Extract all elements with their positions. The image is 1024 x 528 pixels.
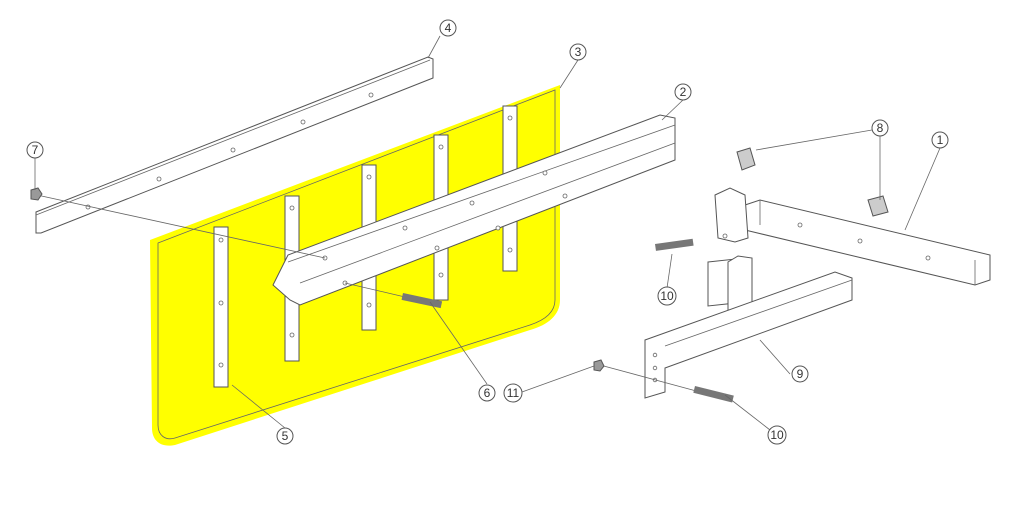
svg-text:7: 7 bbox=[32, 143, 39, 157]
svg-text:2: 2 bbox=[680, 85, 687, 99]
callout-7: 7 bbox=[26, 141, 44, 159]
callout-10b: 10 bbox=[767, 425, 787, 445]
callout-4: 4 bbox=[439, 19, 457, 37]
svg-text:1: 1 bbox=[937, 133, 944, 147]
callout-11: 11 bbox=[503, 383, 523, 403]
svg-text:10: 10 bbox=[770, 428, 784, 442]
leader-lines bbox=[34, 35, 941, 431]
svg-text:4: 4 bbox=[445, 21, 452, 35]
svg-text:9: 9 bbox=[797, 367, 804, 381]
part-10-bolt-lower bbox=[599, 364, 734, 403]
part-10-bolt-upper bbox=[655, 238, 694, 251]
svg-text:11: 11 bbox=[507, 386, 520, 400]
callout-1: 1 bbox=[931, 131, 949, 149]
part-8-clips bbox=[736, 147, 889, 217]
callout-10a: 10 bbox=[657, 286, 677, 306]
svg-text:5: 5 bbox=[282, 429, 289, 443]
svg-text:6: 6 bbox=[484, 386, 491, 400]
callout-5: 5 bbox=[276, 427, 294, 445]
part-11-nut bbox=[593, 359, 605, 372]
svg-text:8: 8 bbox=[877, 121, 884, 135]
svg-text:10: 10 bbox=[660, 289, 674, 303]
part-7-nut bbox=[30, 187, 326, 259]
callout-8: 8 bbox=[871, 119, 889, 137]
callout-2: 2 bbox=[674, 83, 692, 101]
part-4-flat-bar bbox=[35, 56, 434, 234]
callout-3: 3 bbox=[569, 43, 587, 61]
svg-text:3: 3 bbox=[575, 45, 582, 59]
part-2-angle-iron bbox=[272, 114, 676, 306]
part-1-mount-bar bbox=[707, 187, 991, 317]
callout-9: 9 bbox=[791, 365, 809, 383]
part-9-bracket bbox=[644, 271, 853, 399]
callout-6: 6 bbox=[478, 384, 496, 402]
